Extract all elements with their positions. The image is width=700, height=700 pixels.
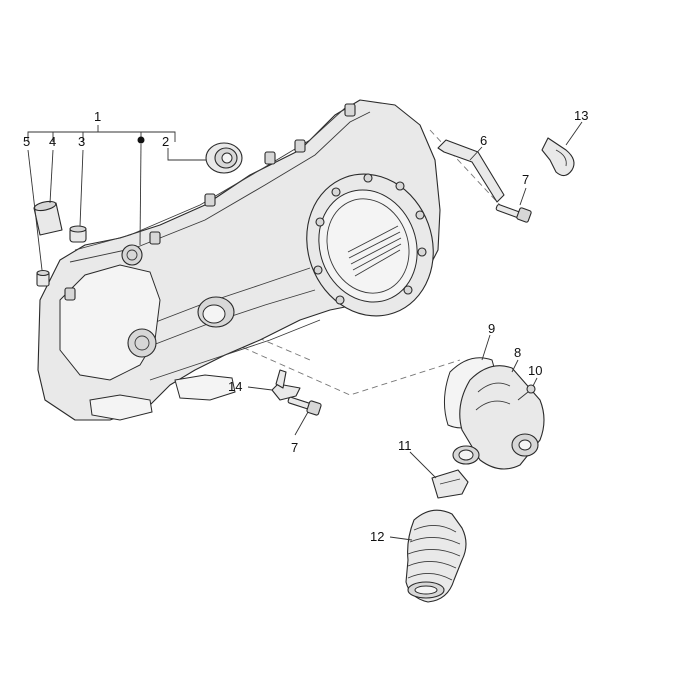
part-14-bracket xyxy=(271,369,301,401)
part-13-clamp xyxy=(541,137,575,177)
callout-9: 9 xyxy=(488,321,495,336)
callout-10: 10 xyxy=(528,363,542,378)
callout-4: 4 xyxy=(49,134,56,149)
part-6-bracket xyxy=(437,139,505,203)
callout-12: 12 xyxy=(370,529,384,544)
group-dot-marker xyxy=(137,136,145,144)
part-8-intake-duct xyxy=(452,365,545,470)
callout-7-lower: 7 xyxy=(291,440,298,455)
cover-bolts xyxy=(313,173,427,305)
callout-labels: 1 2 3 4 5 6 7 7 8 9 10 11 12 13 14 xyxy=(23,108,588,544)
part-5-dowel xyxy=(36,269,50,287)
part-4-sleeve xyxy=(33,200,63,236)
vent-slots xyxy=(347,225,402,277)
leader-lines xyxy=(27,121,583,541)
part-3-bush xyxy=(69,225,87,243)
callout-2: 2 xyxy=(162,134,169,149)
callout-5: 5 xyxy=(23,134,30,149)
callout-11: 11 xyxy=(398,438,412,453)
callout-13: 13 xyxy=(574,108,588,123)
transmission-cover xyxy=(37,99,441,421)
part-11-clip xyxy=(431,469,469,499)
callout-14: 14 xyxy=(228,379,242,394)
callout-1: 1 xyxy=(94,109,101,124)
callout-6: 6 xyxy=(480,133,487,148)
callout-7-upper: 7 xyxy=(522,172,529,187)
part-7-screw-lower xyxy=(287,396,322,416)
part-10-screw xyxy=(517,384,536,401)
callout-8: 8 xyxy=(514,345,521,360)
rim-lugs xyxy=(64,103,356,301)
part-7-screw-upper xyxy=(495,204,532,223)
callout-3: 3 xyxy=(78,134,85,149)
part-2-bearing xyxy=(205,142,243,174)
part-12-hose xyxy=(405,509,467,603)
